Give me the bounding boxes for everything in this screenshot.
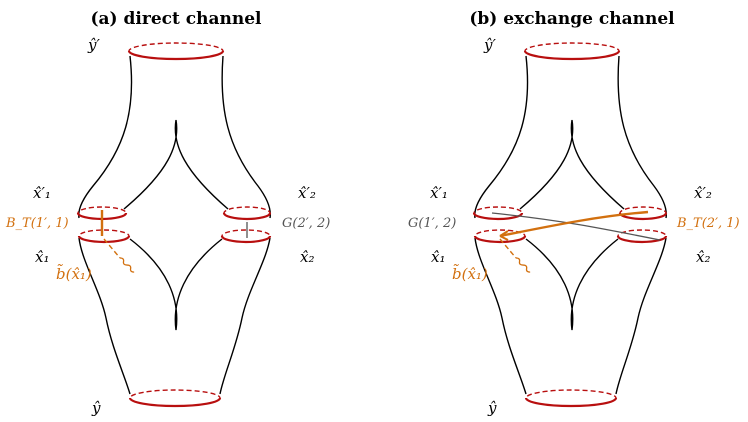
b-tilde-dashed — [499, 238, 517, 259]
panel-title: (b) exchange channel — [469, 9, 675, 29]
ring-x1-front — [473, 235, 527, 244]
label-x1: x̂₁ — [431, 248, 445, 266]
ring-y-front — [524, 397, 618, 408]
label-b-tilde: b̃(x̂₁) — [56, 264, 92, 283]
label-bt: B_T(1′, 1) — [5, 216, 69, 231]
label-x2: x̂₂ — [696, 248, 710, 266]
ring-y-prime-front — [127, 50, 225, 61]
panel-exchange-channel: (b) exchange channel ŷ′ ŷ x̂′₁ x̂₁ x̂′₂ … — [408, 9, 740, 417]
label-x2: x̂₂ — [300, 248, 314, 266]
label-y-prime: ŷ′ — [483, 36, 496, 54]
ring-x2-prime-front — [222, 212, 272, 221]
label-x1-prime: x̂′₁ — [33, 184, 51, 202]
label-b-tilde: b̃(x̂₁) — [452, 264, 488, 283]
ring-x1-prime-front — [472, 212, 524, 221]
worldsheet-outline-left — [474, 55, 529, 395]
label-x1: x̂₁ — [35, 248, 49, 266]
label-g: G(2′, 2) — [282, 216, 330, 231]
worldsheet-outline-right — [219, 55, 271, 395]
label-y-prime: ŷ′ — [87, 36, 100, 54]
panel-direct-channel: (a) direct channel ŷ′ ŷ x̂′₁ x̂₁ x̂′₂ — [5, 9, 330, 417]
b-tilde-wavy — [515, 257, 531, 273]
bt-arrowhead — [499, 230, 509, 241]
label-bt: B_T(2′, 1) — [676, 216, 740, 231]
ring-x2-front — [616, 235, 668, 244]
ring-x2-front — [220, 235, 272, 244]
panel-title: (a) direct channel — [91, 9, 263, 29]
worldsheet-hole — [519, 119, 625, 331]
worldsheet-hole — [123, 119, 229, 331]
ring-x1-front — [77, 235, 131, 244]
worldsheet-outline-left — [78, 55, 133, 395]
b-tilde-dashed — [103, 238, 121, 259]
worldsheet-outline-right — [615, 55, 667, 395]
label-x2-prime: x̂′₂ — [694, 184, 712, 202]
label-x2-prime: x̂′₂ — [298, 184, 316, 202]
label-y: ŷ — [91, 399, 101, 417]
ring-y-prime-front — [523, 50, 621, 61]
label-x1-prime: x̂′₁ — [430, 184, 448, 202]
g-propagator — [491, 212, 661, 241]
bt-propagator — [499, 210, 649, 238]
label-y: ŷ — [487, 399, 497, 417]
ring-y-front — [128, 397, 222, 408]
label-g: G(1′, 2) — [408, 216, 456, 231]
b-tilde-wavy — [119, 257, 135, 273]
